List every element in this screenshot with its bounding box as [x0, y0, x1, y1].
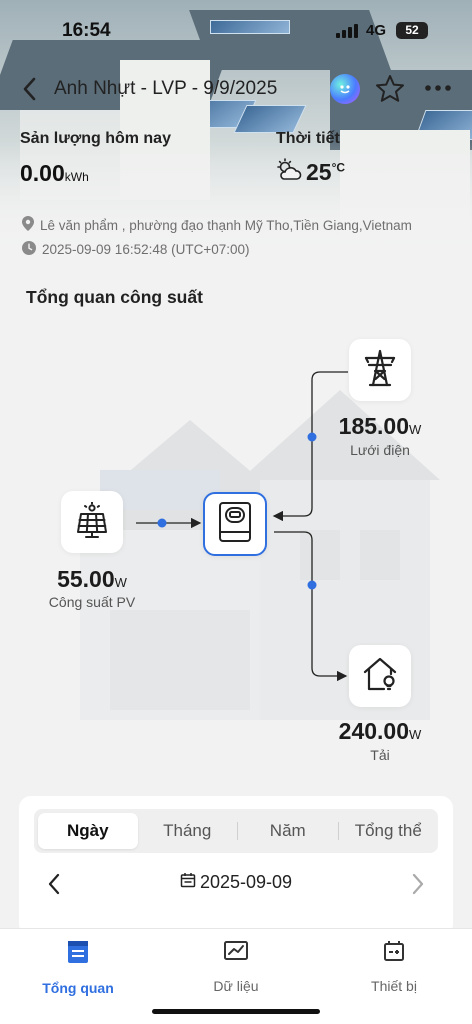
device-battery-icon	[382, 941, 406, 967]
status-time: 16:54	[62, 20, 111, 41]
timestamp-row: 2025-09-09 16:52:48 (UTC+07:00)	[22, 241, 250, 258]
power-overview-title: Tổng quan công suất	[26, 287, 203, 307]
tab-overview-label: Tổng quan	[42, 980, 114, 996]
more-options-icon[interactable]	[423, 76, 453, 100]
pv-power-value: 55.00	[57, 566, 115, 592]
tab-devices[interactable]: Thiết bị	[324, 939, 464, 994]
inverter-node[interactable]	[203, 492, 267, 556]
weather-temp: 25	[306, 159, 332, 185]
period-tab-year[interactable]: Năm	[269, 821, 306, 840]
inverter-icon	[218, 501, 252, 548]
location-pin-icon	[22, 216, 34, 234]
load-power-value: 240.00	[338, 718, 410, 744]
weather-unit: °C	[331, 160, 346, 175]
clock-icon	[22, 241, 36, 258]
statistics-card: Ngày Tháng Năm Tổng thể 2025-09-09	[19, 796, 453, 936]
date-picker[interactable]: 2025-09-09	[19, 872, 453, 893]
pv-label: Công suất PV	[48, 594, 136, 610]
data-chart-icon	[223, 941, 249, 967]
pv-node[interactable]	[61, 491, 123, 553]
period-tab-total[interactable]: Tổng thể	[354, 821, 422, 840]
date-navigator: 2025-09-09	[19, 866, 453, 902]
next-date-icon[interactable]	[407, 872, 427, 896]
location-row: Lê văn phẩm , phường đạo thạnh Mỹ Tho,Ti…	[22, 216, 412, 234]
back-icon[interactable]	[18, 76, 44, 102]
update-timestamp: 2025-09-09 16:52:48 (UTC+07:00)	[42, 242, 250, 257]
today-output-value: 0.00	[20, 160, 65, 186]
top-bar: Anh Nhựt - LVP - 9/9/2025	[0, 70, 472, 108]
grid-power: 185.00W	[320, 413, 440, 440]
battery-level: 52	[396, 22, 428, 39]
solar-panel-icon	[74, 501, 110, 543]
cellular-signal-icon	[336, 24, 358, 38]
flow-lines	[136, 371, 348, 682]
tab-overview[interactable]: Tổng quan	[8, 939, 148, 996]
location-address: Lê văn phẩm , phường đạo thạnh Mỹ Tho,Ti…	[40, 217, 412, 233]
header-background-photo	[0, 0, 472, 290]
grid-power-value: 185.00	[338, 413, 410, 439]
home-load-icon	[362, 656, 398, 697]
period-tab-day[interactable]: Ngày	[38, 813, 138, 849]
status-bar: 16:54 4G 52	[0, 18, 472, 46]
favorite-star-icon[interactable]	[374, 73, 406, 105]
selected-date: 2025-09-09	[199, 872, 293, 892]
load-label: Tải	[370, 747, 390, 763]
grid-label: Lưới điện	[350, 442, 410, 458]
tab-data-label: Dữ liệu	[213, 978, 259, 994]
today-output-unit: kWh	[64, 170, 89, 184]
today-output-label: Sản lượng hôm nay	[20, 130, 171, 147]
house-illustration	[60, 390, 440, 720]
period-tab-month[interactable]: Tháng	[163, 821, 212, 840]
home-indicator	[152, 1009, 320, 1014]
load-power: 240.00W	[320, 718, 440, 745]
pv-power-unit: W	[114, 575, 127, 590]
calendar-icon	[180, 872, 196, 893]
today-output: Sản lượng hôm nay 0.00kWh	[20, 130, 171, 187]
plant-title: Anh Nhựt - LVP - 9/9/2025	[54, 78, 278, 99]
power-tower-icon	[362, 349, 398, 392]
segment-divider	[337, 822, 339, 840]
tab-data[interactable]: Dữ liệu	[166, 939, 306, 994]
overview-icon	[66, 941, 90, 969]
segment-divider	[237, 822, 238, 840]
power-flow-diagram: 185.00W Lưới điện 55.00W Công suất PV 24…	[0, 320, 472, 790]
grid-node[interactable]	[349, 339, 411, 401]
previous-date-icon[interactable]	[45, 872, 65, 896]
assistant-avatar-icon[interactable]	[330, 74, 360, 104]
tab-devices-label: Thiết bị	[371, 978, 417, 994]
load-power-unit: W	[409, 727, 422, 742]
pv-power: 55.00W	[32, 566, 152, 593]
weather: Thời tiết 25°C	[276, 130, 345, 187]
weather-label: Thời tiết	[276, 130, 340, 147]
partly-cloudy-icon	[276, 158, 302, 187]
bottom-tab-bar: Tổng quan Dữ liệu Thiết bị	[0, 928, 472, 1024]
period-segmented-control: Ngày Tháng Năm Tổng thể	[34, 809, 438, 853]
grid-power-unit: W	[409, 422, 422, 437]
load-node[interactable]	[349, 645, 411, 707]
network-type: 4G	[366, 22, 387, 39]
